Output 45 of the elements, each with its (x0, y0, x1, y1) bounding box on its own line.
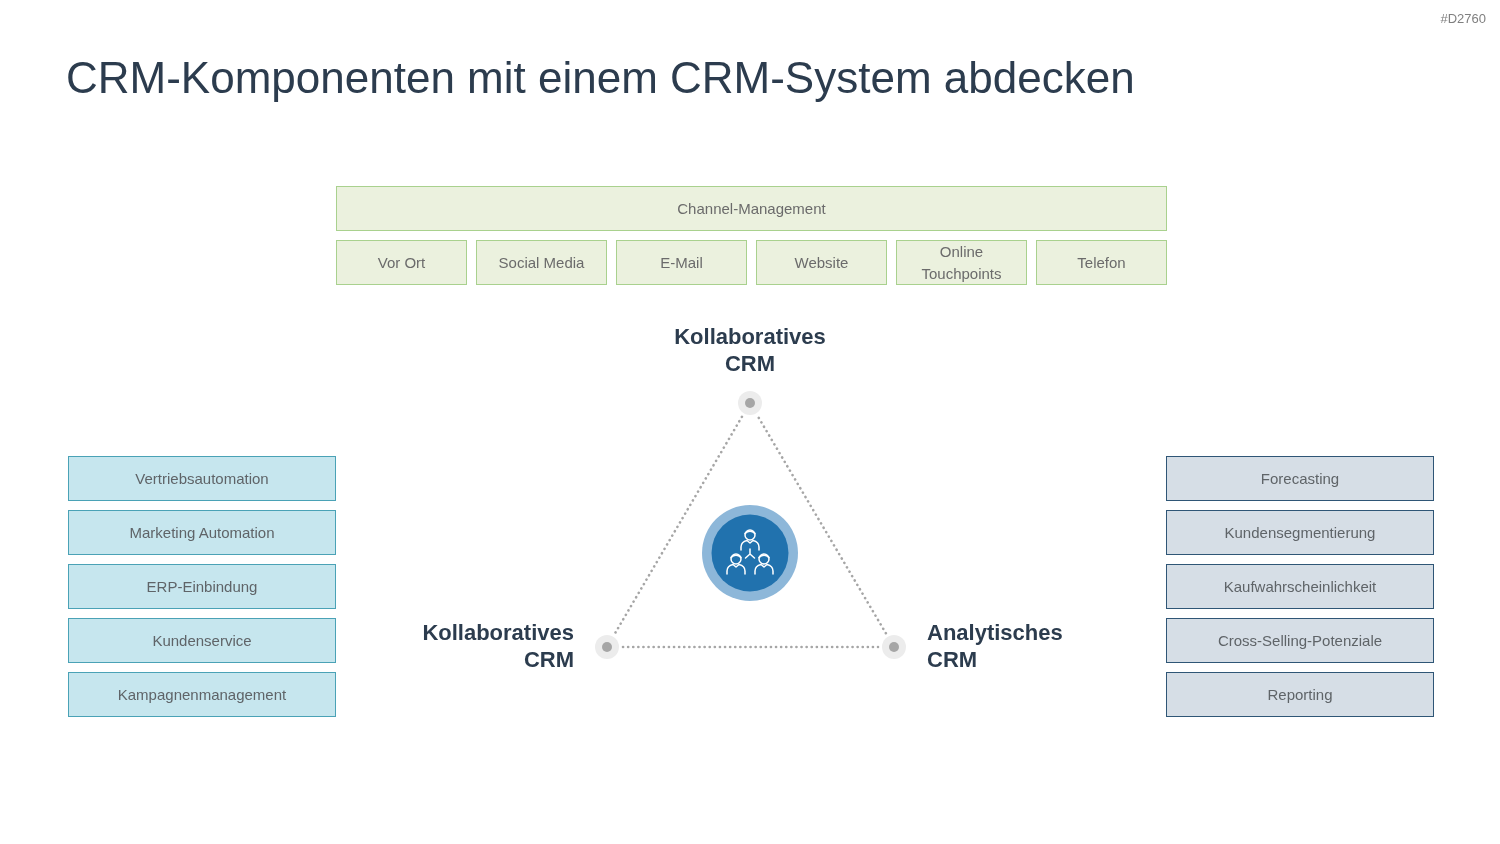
box-label: Kaufwahrscheinlichkeit (1223, 576, 1377, 597)
crm-type-label: Kollaboratives CRM (421, 619, 574, 673)
box-label: Social Media (498, 252, 585, 273)
component-box (68, 564, 336, 609)
box-label: Reporting (1267, 684, 1333, 705)
connector-dot (595, 635, 619, 659)
component-box (1166, 618, 1434, 663)
slide-title: CRM-Komponenten mit einem CRM-System abdecken (66, 52, 1135, 104)
box-label: Kundenservice (152, 630, 252, 651)
channel-box (616, 240, 747, 285)
crm-type-label: Analytisches CRM (927, 619, 1064, 673)
component-box (68, 510, 336, 555)
box-label: Kundensegmentierung (1224, 522, 1376, 543)
connector-dot (882, 635, 906, 659)
component-box (68, 618, 336, 663)
box-label: Cross-Selling-Potenziale (1217, 630, 1383, 651)
dotted-connector (613, 415, 744, 635)
box-label: Online Touchpoints (920, 241, 1003, 284)
box-label: Marketing Automation (129, 522, 275, 543)
slide-code-label: #D2760 (1440, 11, 1486, 27)
dotted-connector (621, 645, 880, 649)
channel-box (1036, 240, 1167, 285)
channel-box (336, 186, 1167, 231)
component-box (68, 456, 336, 501)
component-box (1166, 672, 1434, 717)
crm-type-label: Kollaboratives CRM (673, 323, 827, 377)
box-label: Channel-Management (677, 198, 826, 219)
component-box (68, 672, 336, 717)
connector-dot (738, 391, 762, 415)
box-label: Forecasting (1260, 468, 1340, 489)
box-label: E-Mail (660, 252, 703, 273)
box-label: Telefon (1077, 252, 1126, 273)
box-label: Kampagnenmanagement (117, 684, 287, 705)
component-box (1166, 456, 1434, 501)
dotted-connector (756, 415, 888, 635)
component-box (1166, 564, 1434, 609)
box-label: Website (794, 252, 849, 273)
channel-box (476, 240, 607, 285)
channel-box (896, 240, 1027, 285)
box-label: Vertriebsautomation (135, 468, 269, 489)
box-label: Vor Ort (377, 252, 426, 273)
box-label: ERP-Einbindung (146, 576, 258, 597)
component-box (1166, 510, 1434, 555)
channel-box (756, 240, 887, 285)
channel-box (336, 240, 467, 285)
